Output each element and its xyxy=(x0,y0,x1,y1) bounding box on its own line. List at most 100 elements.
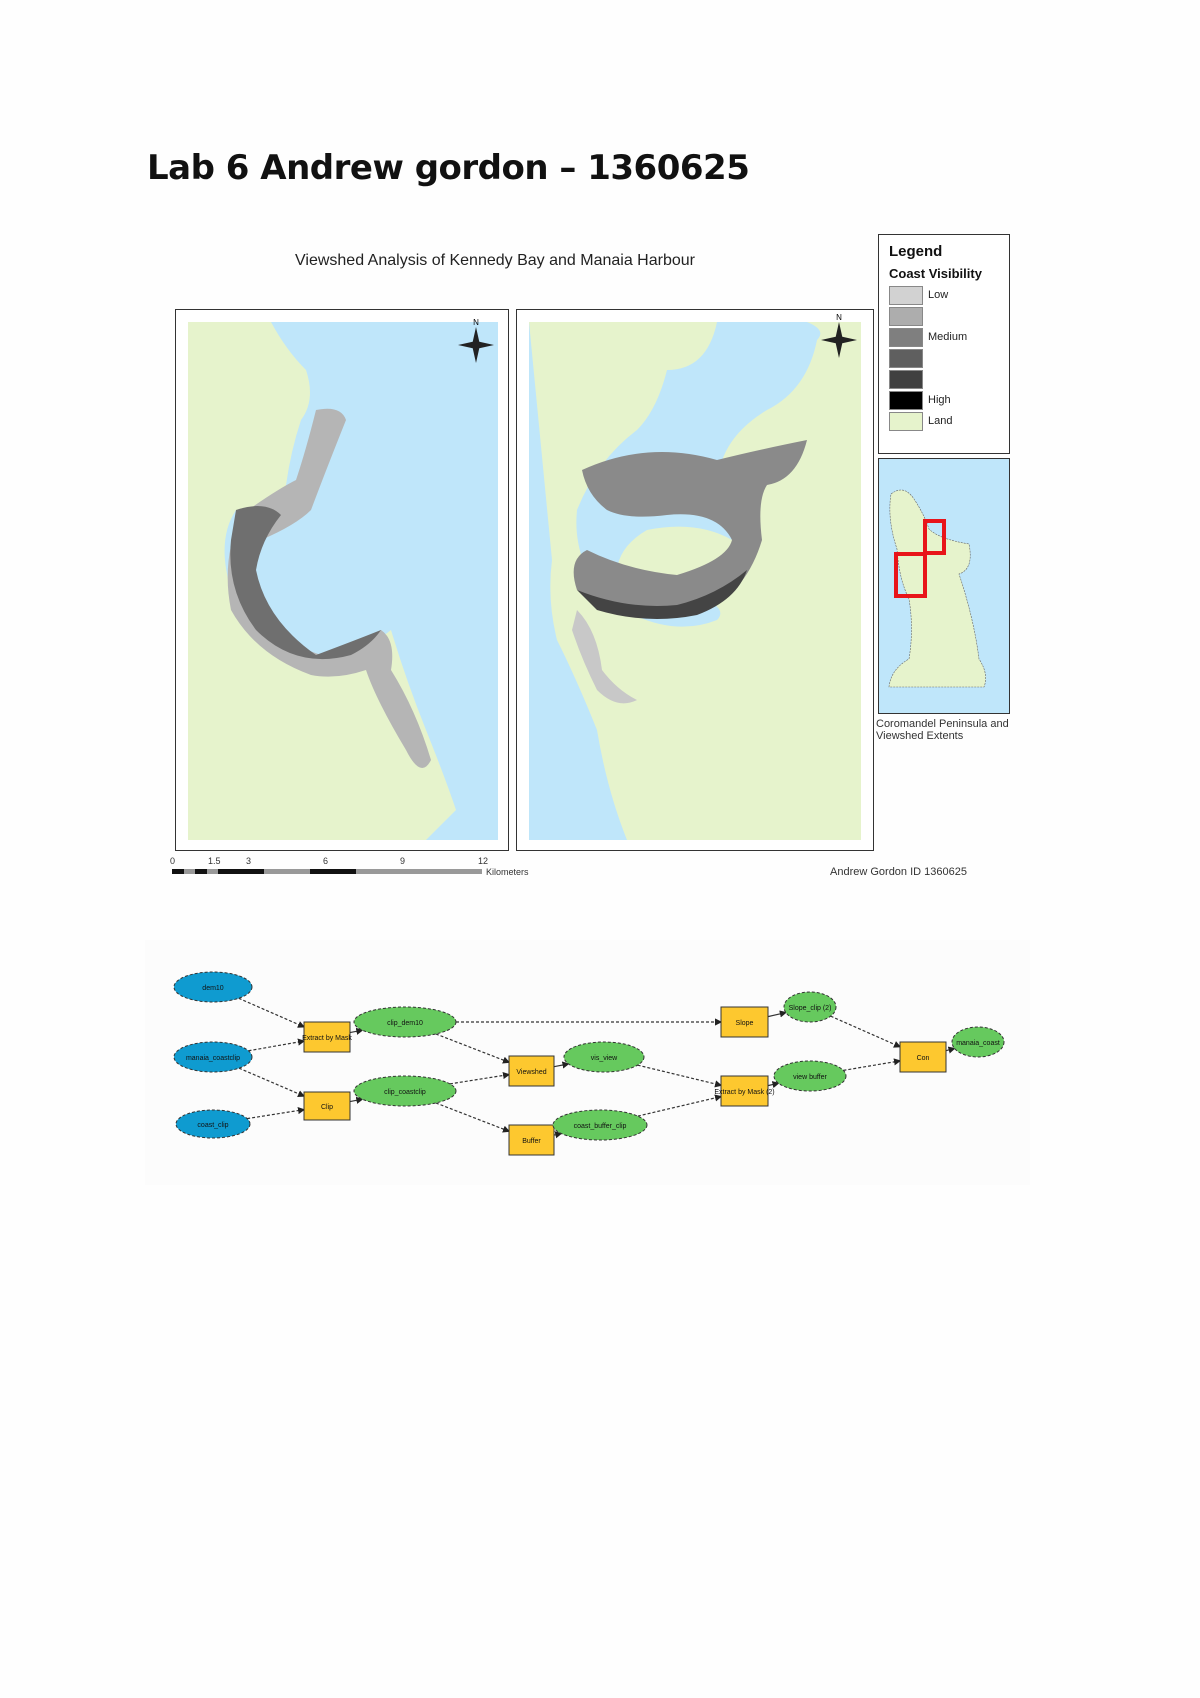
caption-line: Viewshed Extents xyxy=(876,730,964,742)
legend-swatch xyxy=(889,411,923,431)
legend-label: Low xyxy=(928,289,949,301)
map-frame-kennedy-bay: N xyxy=(175,309,509,851)
map-frame-manaia-harbour: N xyxy=(516,309,874,851)
scale-tick-label: 0 xyxy=(170,856,176,866)
flow-connector xyxy=(247,1107,306,1120)
flow-connector xyxy=(767,1081,780,1089)
visibility-low xyxy=(572,610,637,704)
flow-tool-node[interactable]: Slope xyxy=(720,1006,769,1038)
caption-line: Coromandel Peninsula and xyxy=(876,718,1009,730)
flow-connector xyxy=(349,1027,364,1035)
scale-tick-label: 1.5 xyxy=(208,856,221,866)
flow-data-node[interactable]: clip_dem10 xyxy=(353,1006,457,1038)
flowchart-svg: dem10 manaia_coastclip coast_clip Extract b… xyxy=(173,971,1005,1156)
flow-tool-node[interactable]: Clip xyxy=(303,1091,351,1121)
flow-tool-node[interactable]: Viewshed xyxy=(508,1055,555,1087)
scale-tick-label: 3 xyxy=(246,856,252,866)
flow-node-label: Slope_clip (2) xyxy=(789,1005,832,1012)
inset-map-svg xyxy=(888,489,986,688)
visibility-medium xyxy=(573,440,807,615)
flow-connector xyxy=(830,1015,902,1048)
map-manaia-harbour: N xyxy=(529,313,861,840)
visibility-low xyxy=(227,408,431,768)
visibility-high xyxy=(577,570,747,619)
flow-node-label: dem10 xyxy=(202,985,224,992)
legend-item xyxy=(889,348,999,368)
scale-tick-label: 9 xyxy=(400,856,406,866)
flow-connector xyxy=(435,1102,511,1133)
north-label: N xyxy=(836,313,842,322)
flow-connector xyxy=(238,997,306,1028)
flow-data-node[interactable]: Slope_clip (2) xyxy=(783,991,837,1023)
flow-data-node[interactable]: manaia_coast xyxy=(951,1026,1005,1058)
inset-extent-box xyxy=(894,552,927,598)
flow-node-label: Extract by Mask (2) xyxy=(714,1089,774,1096)
flow-connector xyxy=(435,1033,511,1064)
flow-data-node[interactable]: vis_view xyxy=(563,1041,645,1073)
inset-caption: Coromandel Peninsula and Viewshed Extent… xyxy=(876,718,1009,742)
scale-tick-label: 6 xyxy=(323,856,329,866)
flow-data-node[interactable]: coast_clip xyxy=(175,1109,251,1139)
flow-node-label: Clip xyxy=(321,1104,333,1111)
document-title: Lab 6 Andrew gordon – 1360625 xyxy=(147,148,750,188)
legend-label: Land xyxy=(928,415,953,427)
flow-data-node[interactable]: dem10 xyxy=(173,971,253,1003)
flow-connector xyxy=(945,1046,956,1054)
legend-label: Medium xyxy=(928,331,968,343)
flow-connector xyxy=(767,1010,788,1018)
flow-connector xyxy=(843,1058,902,1071)
flow-tool-node[interactable]: Con xyxy=(899,1041,947,1073)
flow-connector xyxy=(637,1094,723,1117)
flow-data-node[interactable]: clip_coastclip xyxy=(353,1075,457,1107)
inset-extent-box xyxy=(923,519,946,555)
flow-node-label: Slope xyxy=(736,1020,754,1027)
model-flowchart: dem10 manaia_coastclip coast_clip Extract b… xyxy=(145,940,1030,1185)
flow-data-node[interactable]: manaia_coastclip xyxy=(173,1041,253,1073)
legend-item xyxy=(889,369,999,389)
water xyxy=(529,322,821,840)
north-arrow-icon: N xyxy=(821,313,857,358)
flow-node-label: view buffer xyxy=(793,1074,827,1081)
inset-map xyxy=(878,458,1010,714)
flow-connector xyxy=(349,1096,364,1104)
flow-node-label: Con xyxy=(917,1055,930,1062)
flow-node-label: coast_clip xyxy=(197,1122,228,1129)
scale-bar xyxy=(172,869,482,874)
peninsula-land xyxy=(888,489,986,688)
flow-data-node[interactable]: coast_buffer_clip xyxy=(552,1109,648,1141)
flow-tool-node[interactable]: Extract by Mask (2) xyxy=(714,1075,775,1107)
flow-connector xyxy=(637,1064,723,1088)
flow-data-node[interactable]: view buffer xyxy=(773,1060,847,1092)
legend-item: High xyxy=(889,390,999,410)
flow-connector xyxy=(248,1038,306,1052)
legend-item: Low xyxy=(889,285,999,305)
flow-node-label: vis_view xyxy=(591,1055,618,1062)
legend-swatch xyxy=(889,390,923,410)
flow-connector xyxy=(449,1071,511,1085)
legend-item: Land xyxy=(889,411,999,431)
legend-item: Medium xyxy=(889,327,999,347)
author-id: Andrew Gordon ID 1360625 xyxy=(830,866,967,878)
scale-tick-label: 12 xyxy=(478,856,489,866)
flow-node-label: Viewshed xyxy=(516,1069,546,1076)
flow-tool-node[interactable]: Buffer xyxy=(508,1124,555,1156)
north-arrow-icon: N xyxy=(458,318,494,363)
flow-connector xyxy=(238,1067,306,1098)
legend-item xyxy=(889,306,999,326)
flow-node-label: coast_buffer_clip xyxy=(574,1123,627,1130)
flow-node-label: Buffer xyxy=(522,1138,541,1145)
legend-swatch xyxy=(889,327,923,347)
flow-tool-node[interactable]: Extract by Mask xyxy=(302,1021,352,1053)
map-kennedy-bay: N xyxy=(188,318,498,840)
flow-node-label: clip_dem10 xyxy=(387,1020,423,1027)
flow-node-label: manaia_coastclip xyxy=(186,1055,240,1062)
map-title: Viewshed Analysis of Kennedy Bay and Man… xyxy=(295,252,695,269)
flow-connector xyxy=(553,1131,563,1139)
legend-subtitle: Coast Visibility xyxy=(889,266,982,281)
flow-node-label: manaia_coast xyxy=(956,1040,1000,1047)
legend-swatch xyxy=(889,348,923,368)
legend-swatch xyxy=(889,369,923,389)
flow-node-label: Extract by Mask xyxy=(302,1035,352,1042)
